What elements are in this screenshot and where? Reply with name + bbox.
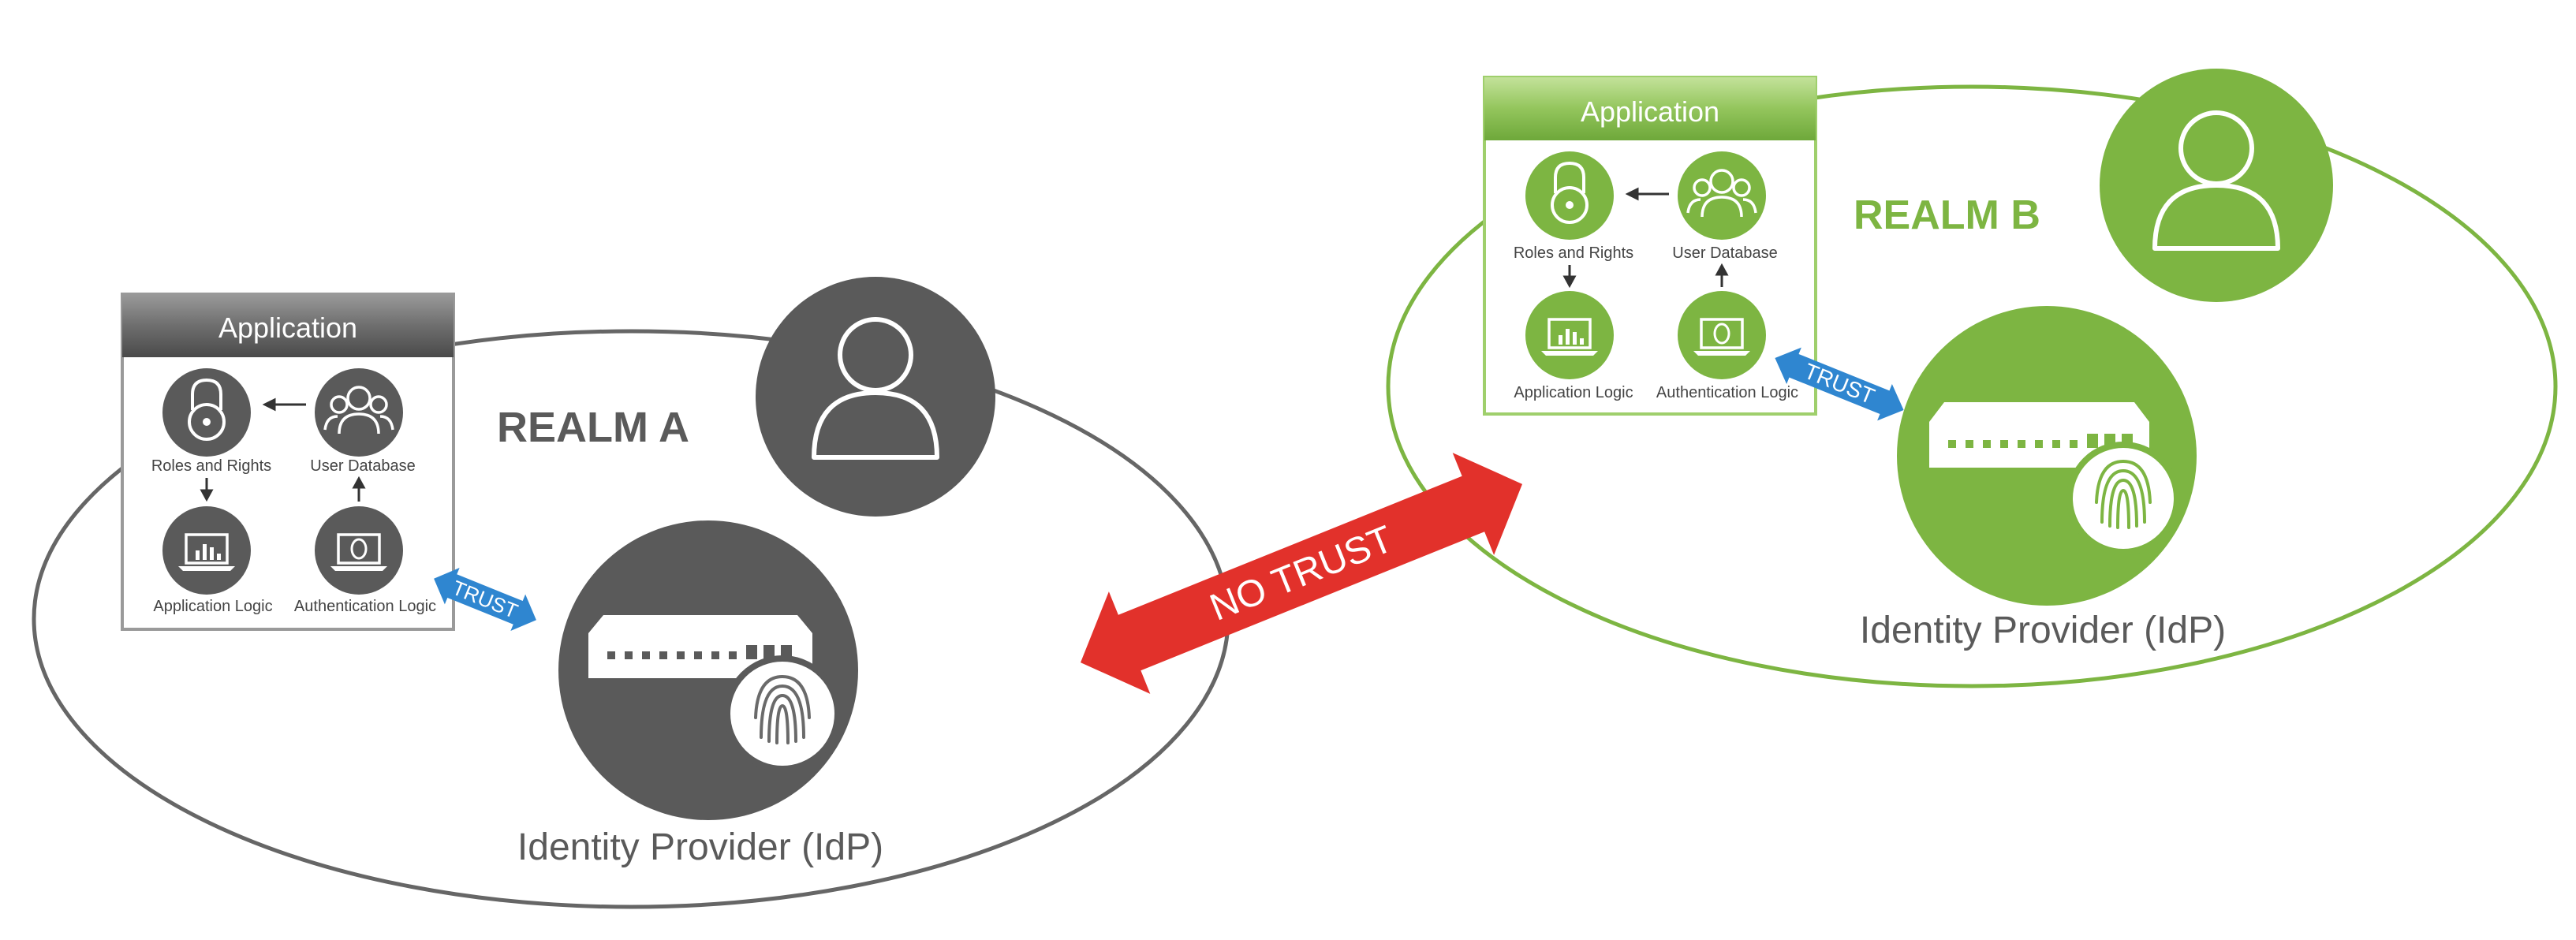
realm-a-user	[756, 277, 995, 517]
realm-b-roles-label: Roles and Rights	[1514, 244, 1633, 262]
user-icon	[812, 317, 939, 460]
lock-icon	[188, 378, 226, 441]
realm-b-idp-label: Identity Provider (IdP)	[1860, 610, 2226, 651]
realm-b-logic-label: Application Logic	[1514, 384, 1633, 401]
realm-b-boundary	[1386, 84, 2558, 688]
realm-a-roles-label: Roles and Rights	[151, 457, 271, 475]
lock-icon	[1551, 161, 1589, 224]
realm-a-app-title: Application	[218, 311, 357, 344]
laptop-fingerprint-icon	[1693, 318, 1750, 356]
no-trust-arrow: NO TRUST	[1080, 453, 1523, 694]
realm-b-database-label: User Database	[1672, 244, 1777, 262]
realm-a-logic-label: Application Logic	[153, 598, 272, 615]
realm-b-user	[2100, 69, 2333, 302]
realm-b-app-title: Application	[1581, 95, 1719, 128]
realm-a-database-label: User Database	[310, 457, 415, 475]
fingerprint-icon	[2095, 459, 2152, 529]
realm-a-auth-label: Authentication Logic	[294, 598, 436, 615]
realm-a-label: REALM A	[497, 404, 689, 451]
realm-b-auth-label: Authentication Logic	[1656, 384, 1798, 401]
users-icon	[323, 386, 394, 435]
realm-a-trust-label: TRUST	[449, 576, 521, 623]
laptop-chart-icon	[1541, 318, 1598, 356]
realm-a-idp	[558, 520, 858, 820]
laptop-fingerprint-icon	[330, 533, 387, 571]
laptop-chart-icon	[178, 533, 235, 571]
realm-a: REALM A	[32, 277, 1230, 909]
user-icon	[2152, 110, 2280, 251]
fingerprint-icon	[754, 674, 811, 744]
realm-b: REALM B	[1386, 69, 2558, 688]
users-icon	[1686, 169, 1757, 218]
realm-a-idp-label: Identity Provider (IdP)	[517, 826, 883, 868]
realm-a-application: Application Roles and Rights User Databa…	[121, 293, 455, 631]
realm-b-label: REALM B	[1854, 192, 2040, 238]
realm-b-idp	[1897, 306, 2197, 606]
realm-b-application: Application Roles and Rights User Databa…	[1483, 76, 1817, 416]
